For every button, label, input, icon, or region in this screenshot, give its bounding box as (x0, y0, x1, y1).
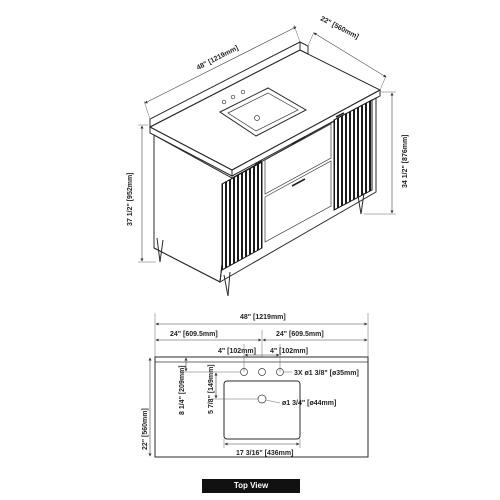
leg-left (156, 237, 161, 263)
sink-width-label: 17 3/16" [436mm] (236, 450, 293, 457)
countertop-front-edge (149, 126, 233, 177)
leg-right (357, 195, 362, 215)
view-title-label: Top View (202, 479, 300, 493)
cabinet-front (153, 134, 233, 283)
top-faucet-hole-2 (258, 368, 266, 376)
faucet-spacing-right-label: 4" [102mm] (270, 348, 308, 355)
faucet-hole-2 (230, 94, 236, 100)
drawer-top-handle (291, 136, 306, 145)
drawer-bottom (264, 160, 332, 243)
countertop-side-edge (231, 89, 381, 177)
fluted-door-right (333, 99, 373, 211)
faucet-spacing-left-label: 4" [102mm] (218, 348, 256, 355)
fluted-door-left (221, 161, 263, 271)
faucet-hole-3 (240, 89, 246, 95)
drawer-bottom-handle (291, 178, 306, 187)
counter-height-label: 34 1/2" [876mm] (402, 134, 409, 188)
depth-label: 22" [560mm] (319, 16, 359, 41)
drawer-top (264, 123, 332, 195)
top-depth-label: 22" [560mm] (142, 408, 149, 450)
half-right-label: 24" [609.5mm] (276, 331, 324, 338)
leg-front (223, 274, 229, 297)
top-drain-hole (257, 394, 267, 404)
countertop-outline (154, 356, 369, 458)
perspective-view: 48" [1219mm] 22" [560mm] 37 1/2" [952mm]… (127, 16, 409, 297)
total-height-label: 37 1/2" [952mm] (127, 172, 134, 226)
width-label: 48" [1219mm] (196, 45, 240, 72)
top-sink-basin (223, 380, 301, 440)
top-view: 48" [1219mm] 24" [609.5mm] 24" [609.5mm]… (142, 313, 369, 458)
drain-note: ø1 3/4" [ø44mm] (282, 400, 336, 407)
overall-width-label: 48" [1219mm] (240, 314, 286, 321)
depth-dimension-line (313, 32, 387, 78)
holes-note: 3X ø1 3/8" [ø35mm] (294, 370, 359, 377)
width-dimension-line (144, 26, 297, 104)
hole-offset-label: 8 1/4" [209mm] (179, 365, 186, 415)
faucet-hole-1 (221, 99, 227, 105)
drain-hole (254, 115, 260, 121)
half-left-label: 24" [609.5mm] (170, 331, 218, 338)
drain-offset-label: 5 7/8" [149mm] (208, 364, 215, 414)
top-faucet-hole-1 (240, 368, 248, 376)
